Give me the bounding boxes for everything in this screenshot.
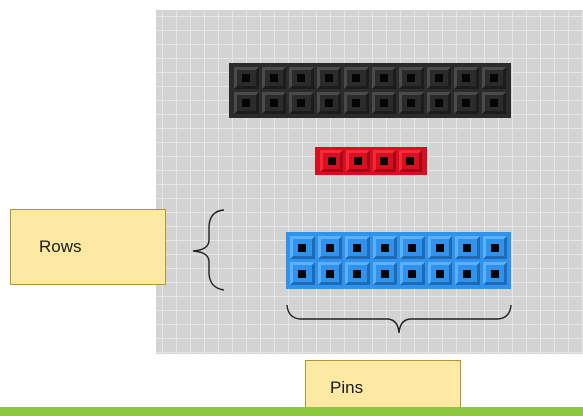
blue-header-pin [400, 236, 425, 259]
black-header-pin [289, 67, 314, 89]
pins-label: Pins [330, 378, 364, 397]
blue-header-pin [345, 236, 370, 259]
blue-header-pin [290, 262, 315, 285]
black-header-pin [344, 67, 369, 89]
blue-header-pin [372, 262, 397, 285]
black-header-pin [234, 92, 259, 114]
black-header-pin [481, 92, 506, 114]
black-header-pin [316, 67, 341, 89]
blue-pin-header-2x8 [286, 232, 511, 289]
red-header-pin [320, 150, 344, 172]
red-header-pin [398, 150, 422, 172]
black-header-pin [426, 92, 451, 114]
black-header-pin [234, 67, 259, 89]
blue-header-pin [482, 236, 507, 259]
blue-header-pin [455, 236, 480, 259]
rows-label-box: Rows [10, 209, 166, 285]
black-header-pin [289, 92, 314, 114]
blue-header-pin [345, 262, 370, 285]
blue-header-pin [482, 262, 507, 285]
black-pin-header-2x10 [229, 63, 511, 118]
rows-label: Rows [39, 237, 82, 256]
black-header-pin [316, 92, 341, 114]
red-header-pin [372, 150, 396, 172]
red-header-pin [346, 150, 370, 172]
black-header-pin [371, 92, 396, 114]
blue-header-pin [427, 262, 452, 285]
black-header-pin [371, 67, 396, 89]
accent-bar [0, 407, 583, 416]
pins-brace [286, 304, 512, 334]
blue-header-pin [317, 262, 342, 285]
blue-header-pin [400, 262, 425, 285]
blue-header-pin [372, 236, 397, 259]
black-header-pin [399, 92, 424, 114]
black-header-pin [481, 67, 506, 89]
blue-header-pin [290, 236, 315, 259]
black-header-pin [426, 67, 451, 89]
black-header-pin [261, 92, 286, 114]
blue-header-pin [455, 262, 480, 285]
red-pin-header-1x4 [315, 147, 427, 175]
black-header-pin [454, 92, 479, 114]
black-header-pin [261, 67, 286, 89]
black-header-pin [399, 67, 424, 89]
blue-header-pin [317, 236, 342, 259]
rows-brace [192, 209, 225, 291]
blue-header-pin [427, 236, 452, 259]
black-header-pin [344, 92, 369, 114]
black-header-pin [454, 67, 479, 89]
